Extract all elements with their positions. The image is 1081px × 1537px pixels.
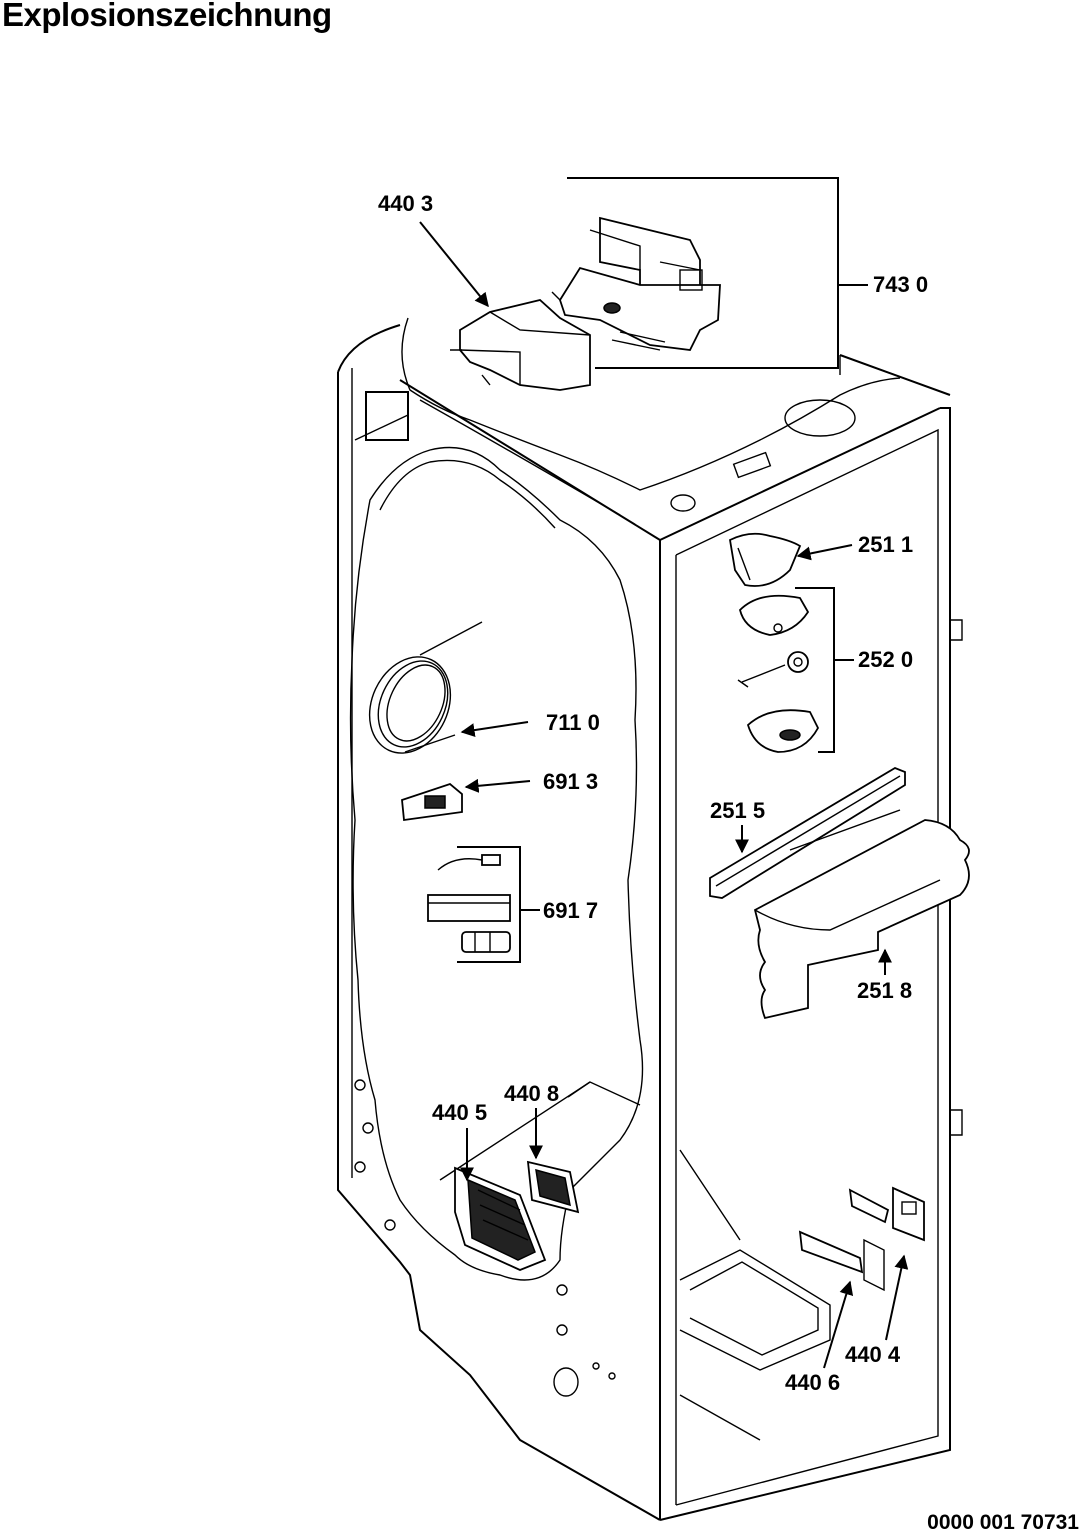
label-4405: 440 5 (432, 1100, 487, 1125)
document-number: 0000 001 70731 (927, 1511, 1079, 1534)
part-2511-cover (729, 532, 802, 587)
part-2520-group (737, 587, 854, 753)
part-labels: 440 3 743 0 251 1 252 0 711 0 691 3 251 … (378, 191, 928, 1395)
part-6913-module (401, 782, 463, 822)
label-2511: 251 1 (858, 532, 913, 557)
label-4403: 440 3 (378, 191, 433, 216)
part-4403-housing (450, 299, 591, 391)
part-7110-coil (368, 621, 483, 754)
label-4406: 440 6 (785, 1370, 840, 1395)
label-7110: 711 0 (546, 710, 600, 735)
cabinet-body (337, 317, 963, 1521)
page-title: Explosionszeichnung (2, 0, 332, 33)
label-6917: 691 7 (543, 898, 598, 923)
label-4408: 440 8 (504, 1081, 559, 1106)
group-bracket-7430 (567, 177, 868, 369)
part-4405-panel (454, 1166, 547, 1271)
part-2515-rail (709, 766, 906, 899)
part-2518-duct (753, 809, 970, 1020)
label-4404: 440 4 (845, 1342, 901, 1367)
label-6913: 691 3 (543, 769, 598, 794)
part-4406-bracket (798, 1188, 890, 1292)
part-7430-housing (551, 216, 721, 351)
part-4404-bracket (892, 1186, 925, 1242)
part-6917-group (427, 846, 540, 963)
leader-lines (419, 221, 909, 1369)
label-2520: 252 0 (858, 647, 913, 672)
label-2515: 251 5 (710, 798, 765, 823)
part-4408-filter (526, 1160, 580, 1214)
label-7430: 743 0 (873, 272, 928, 297)
label-2518: 251 8 (857, 978, 912, 1003)
